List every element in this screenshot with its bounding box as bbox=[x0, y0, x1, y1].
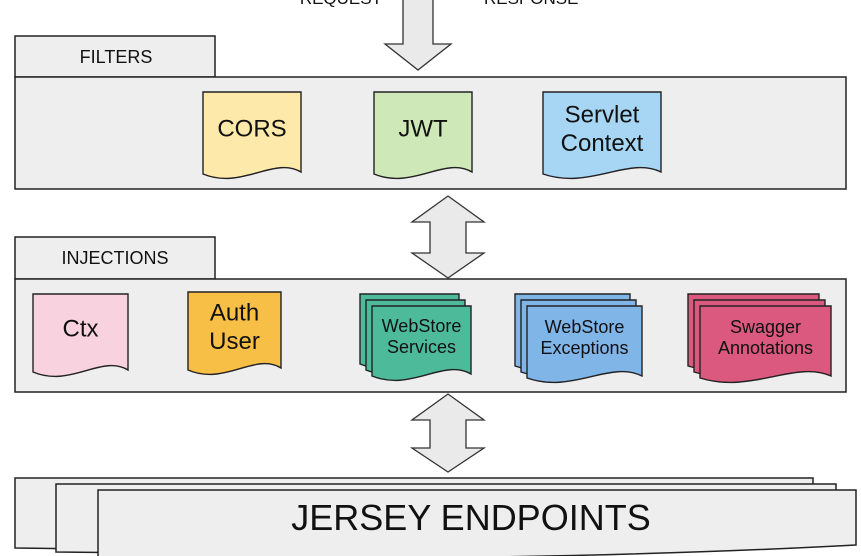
response-label: RESPONSE bbox=[484, 0, 578, 8]
webstore-services-sheet bbox=[371, 305, 472, 381]
swagger-annotations-sheet bbox=[699, 305, 832, 384]
filters-tab-label: FILTERS bbox=[80, 47, 153, 67]
injections-endpoints-arrow bbox=[409, 393, 487, 473]
servlet-context-sheet bbox=[542, 91, 662, 179]
auth-user-sheet bbox=[187, 291, 282, 376]
webstore-services-label-line-2: Services bbox=[387, 337, 456, 357]
servlet-context-label-line-1: Servlet bbox=[565, 101, 640, 128]
jwt-label-line-1: JWT bbox=[398, 116, 448, 143]
filters-injections-arrow bbox=[409, 195, 487, 279]
filters-tab bbox=[14, 35, 216, 78]
ctx-sheet bbox=[32, 293, 129, 378]
auth-user-label-line-2: User bbox=[209, 328, 260, 355]
webstore-exceptions-label-line-2: Exceptions bbox=[540, 338, 628, 358]
injections-tab-label: INJECTIONS bbox=[61, 248, 168, 268]
jersey-endpoints-stack: JERSEY ENDPOINTS bbox=[14, 477, 857, 556]
request-label: REQUEST bbox=[300, 0, 382, 8]
webstore-services-label-line-1: WebStore bbox=[382, 316, 462, 336]
jwt-document: JWT bbox=[373, 91, 473, 180]
jersey-endpoints-label: JERSEY ENDPOINTS bbox=[291, 497, 650, 538]
top-bidirectional-arrow bbox=[383, 0, 453, 71]
jwt-sheet bbox=[373, 91, 473, 180]
webstore-exceptions-label-line-1: WebStore bbox=[545, 317, 625, 337]
cors-sheet bbox=[202, 91, 302, 180]
swagger-annotations-label-line-2: Annotations bbox=[718, 338, 813, 358]
endpoints-sheet-front bbox=[97, 489, 857, 556]
servlet-context-label-line-2: Context bbox=[561, 130, 644, 157]
cors-document: CORS bbox=[202, 91, 302, 180]
cors-label-line-1: CORS bbox=[217, 116, 286, 143]
swagger-annotations-label-line-1: Swagger bbox=[730, 317, 801, 337]
ctx-document: Ctx bbox=[32, 293, 129, 378]
injections-tab bbox=[14, 236, 216, 280]
injections-section: INJECTIONS CtxAuthUserWebStoreServicesWe… bbox=[14, 236, 847, 393]
auth-user-label-line-1: Auth bbox=[210, 299, 259, 326]
ctx-label-line-1: Ctx bbox=[63, 316, 99, 343]
webstore-exceptions-sheet bbox=[526, 305, 643, 383]
